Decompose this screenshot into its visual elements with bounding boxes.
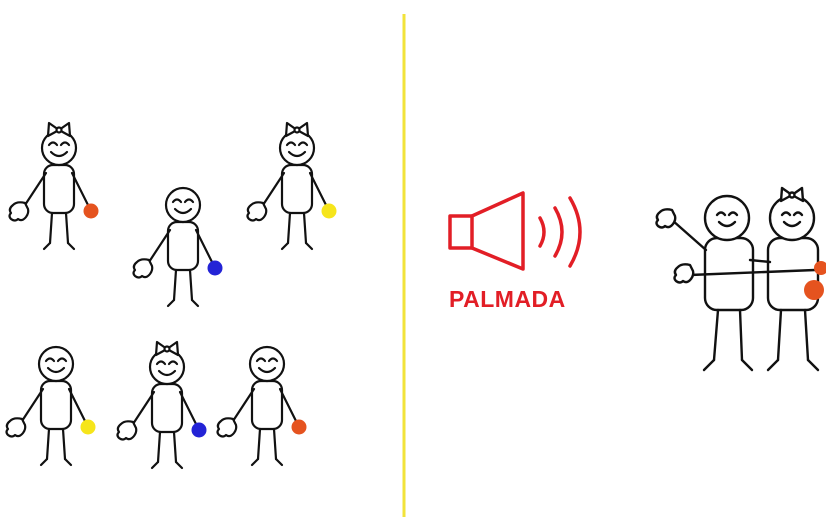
hand (118, 421, 137, 439)
foot (808, 360, 818, 370)
leg (714, 310, 718, 360)
stick-figure (118, 342, 207, 468)
leg (174, 270, 176, 300)
hair-bow-knot (57, 128, 62, 133)
hand (7, 418, 26, 436)
ball-red (84, 204, 99, 219)
leg (288, 213, 290, 243)
arm (149, 230, 170, 262)
body (282, 165, 312, 213)
foot (252, 459, 258, 465)
head (705, 196, 749, 240)
arm (672, 220, 706, 250)
head (250, 347, 284, 381)
leg (66, 213, 68, 243)
foot (44, 243, 50, 249)
arm (133, 392, 154, 424)
stick-figure (218, 347, 307, 465)
foot (306, 243, 312, 249)
leg (63, 429, 65, 459)
leg (778, 310, 781, 360)
hugging-pair (657, 188, 826, 370)
body (44, 165, 74, 213)
hand (218, 418, 237, 436)
left-panel-figures (7, 123, 337, 468)
hand (248, 202, 267, 220)
arm (233, 389, 254, 421)
ball-blue (208, 261, 223, 276)
stick-figure (248, 123, 337, 249)
leg (258, 429, 260, 459)
leg (50, 213, 52, 243)
body (168, 222, 198, 270)
leg (47, 429, 49, 459)
right-panel-hugging-pair (657, 188, 826, 370)
stick-figure (134, 188, 223, 306)
arm (22, 389, 43, 421)
body (252, 381, 282, 429)
foot (282, 243, 288, 249)
stick-figure (7, 347, 96, 465)
stick-figure (10, 123, 99, 249)
foot (176, 462, 182, 468)
head (770, 196, 814, 240)
arm (263, 173, 284, 205)
speaker-icon (450, 193, 580, 269)
arm (25, 173, 46, 205)
head (166, 188, 200, 222)
palmada-label: PALMADA (449, 286, 609, 312)
foot (65, 459, 71, 465)
ball-red (804, 280, 824, 300)
leg (740, 310, 742, 360)
foot (152, 462, 158, 468)
ball-yellow (81, 420, 96, 435)
hair-bow-knot (790, 193, 795, 198)
hand (657, 209, 676, 227)
ball-red (292, 420, 307, 435)
hand (134, 259, 153, 277)
foot (168, 300, 174, 306)
leg (805, 310, 808, 360)
hair-bow-knot (165, 347, 170, 352)
leg (174, 432, 176, 462)
leg (274, 429, 276, 459)
head (39, 347, 73, 381)
hand (675, 264, 694, 282)
foot (68, 243, 74, 249)
hair-bow-knot (295, 128, 300, 133)
body (152, 384, 182, 432)
foot (276, 459, 282, 465)
foot (192, 300, 198, 306)
ball-blue (192, 423, 207, 438)
foot (742, 360, 752, 370)
leg (304, 213, 306, 243)
leg (190, 270, 192, 300)
foot (768, 360, 778, 370)
foot (704, 360, 714, 370)
ball-yellow (322, 204, 337, 219)
foot (41, 459, 47, 465)
leg (158, 432, 160, 462)
hand (10, 202, 29, 220)
body (41, 381, 71, 429)
